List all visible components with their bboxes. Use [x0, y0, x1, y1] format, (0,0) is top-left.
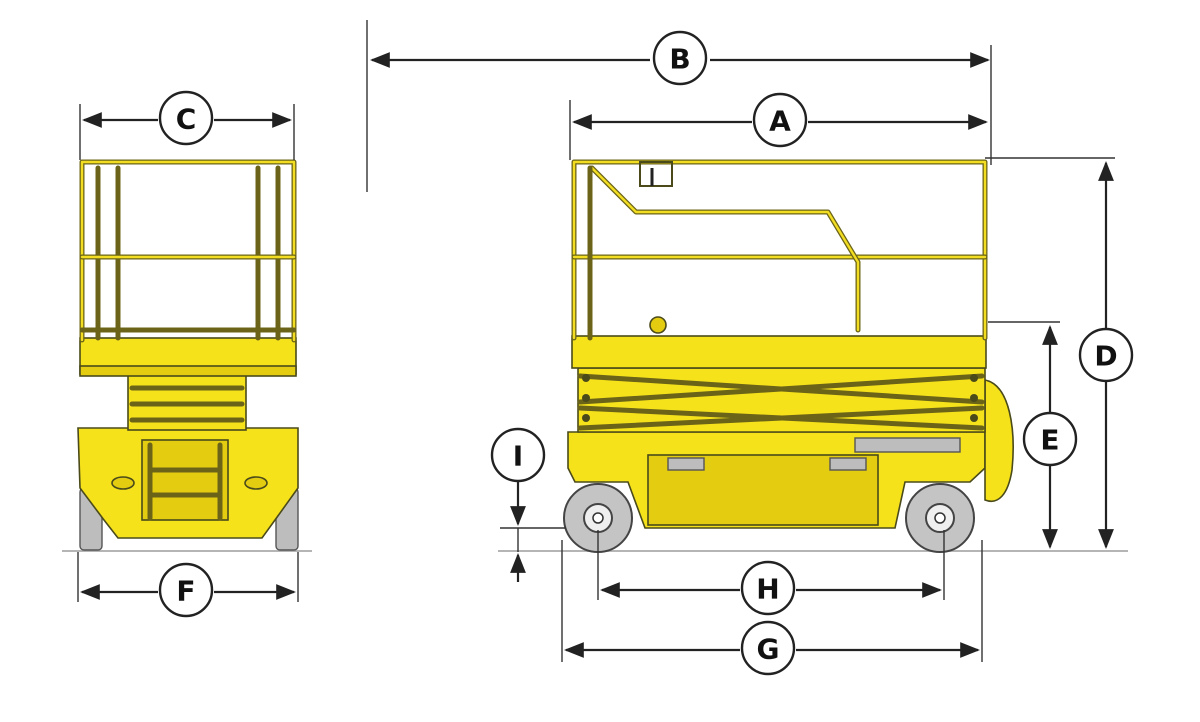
dimension-c: C — [82, 90, 292, 146]
dimension-f: F — [80, 562, 296, 618]
label-e: E — [1040, 424, 1059, 457]
front-ladder-panel — [141, 439, 229, 521]
side-rear-wheel — [905, 483, 975, 553]
label-a: A — [769, 105, 791, 138]
side-front-wheel — [563, 483, 633, 553]
dimension-a: A — [572, 92, 988, 148]
side-step-plate — [854, 437, 961, 453]
side-rear-cover — [984, 379, 1014, 502]
side-platform-deck — [571, 335, 987, 369]
label-c: C — [176, 103, 197, 136]
label-f: F — [176, 575, 195, 608]
side-control-knob — [649, 316, 667, 334]
dimension-g: G — [564, 620, 980, 676]
label-d: D — [1094, 340, 1117, 373]
side-scissor-arms — [577, 367, 986, 433]
label-b: B — [669, 43, 690, 76]
extension-lines — [77, 20, 1115, 662]
side-view — [498, 159, 1128, 553]
dimension-i: I — [490, 427, 546, 582]
side-guardrail — [571, 159, 988, 341]
front-guardrail — [79, 159, 297, 343]
dimension-h: H — [600, 560, 942, 616]
label-g: G — [757, 633, 780, 666]
dimension-d: D — [1078, 161, 1134, 549]
dimension-b: B — [370, 30, 990, 86]
dimension-e: E — [1022, 325, 1078, 549]
label-h: H — [756, 573, 779, 606]
label-i: I — [513, 440, 523, 473]
front-view — [62, 159, 312, 552]
